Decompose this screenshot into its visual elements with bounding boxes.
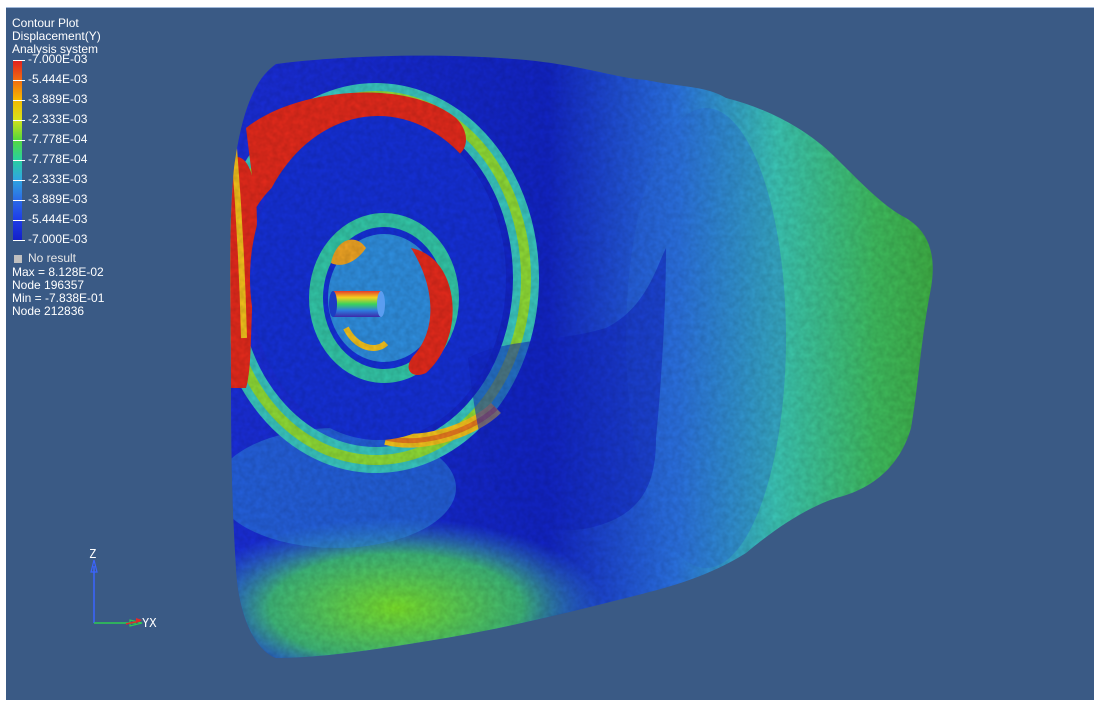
legend-level-0: -7.000E-03: [28, 52, 88, 66]
cylinder-probe: [329, 291, 385, 317]
contour-model[interactable]: [6, 8, 1094, 700]
legend-level-5: -7.778E-04: [28, 152, 88, 166]
legend-tick: [13, 200, 25, 201]
legend-level-2: -3.889E-03: [28, 92, 88, 106]
legend-system: Analysis system: [12, 42, 99, 56]
graphics-viewport[interactable]: Contour Plot Displacement(Y) Analysis sy…: [6, 7, 1094, 700]
legend-tick: [13, 180, 25, 181]
legend-color-bar: [13, 60, 22, 240]
legend-level-7: -3.889E-03: [28, 192, 88, 206]
legend-tick: [13, 240, 25, 241]
legend-level-4: -7.778E-04: [28, 132, 88, 146]
axis-triad[interactable]: Z YX: [86, 548, 176, 638]
legend-tick: [13, 220, 25, 221]
legend-title: Contour Plot: [12, 16, 79, 30]
legend-tick: [13, 80, 25, 81]
legend-tick: [13, 100, 25, 101]
legend-max-node: Node 196357: [12, 278, 85, 292]
yx-axis-label: YX: [142, 616, 157, 630]
legend-tick: [13, 140, 25, 141]
legend-min-node: Node 212836: [12, 304, 85, 318]
x-axis-arrow-icon: [136, 618, 142, 623]
legend-tick: [13, 120, 25, 121]
legend-max-value: Max = 8.128E-02: [12, 265, 104, 279]
no-result-label: No result: [28, 251, 77, 265]
legend-level-3: -2.333E-03: [28, 112, 88, 126]
legend-level-8: -5.444E-03: [28, 212, 88, 226]
no-result-swatch: [14, 255, 22, 263]
legend-min-value: Min = -7.838E-01: [12, 291, 105, 305]
z-axis-arrow-icon: [90, 559, 98, 573]
legend-level-9: -7.000E-03: [28, 232, 88, 246]
legend-color-scale: -7.000E-03 -5.444E-03 -3.889E-03 -2.333E…: [12, 53, 104, 250]
legend-no-result: No result: [12, 252, 104, 266]
legend-level-1: -5.444E-03: [28, 72, 88, 86]
legend-level-6: -2.333E-03: [28, 172, 88, 186]
legend-tick: [13, 60, 25, 61]
contour-legend: Contour Plot Displacement(Y) Analysis sy…: [12, 17, 104, 318]
legend-tick: [13, 160, 25, 161]
z-axis-label: Z: [89, 548, 96, 561]
legend-result-type: Displacement(Y): [12, 29, 101, 43]
